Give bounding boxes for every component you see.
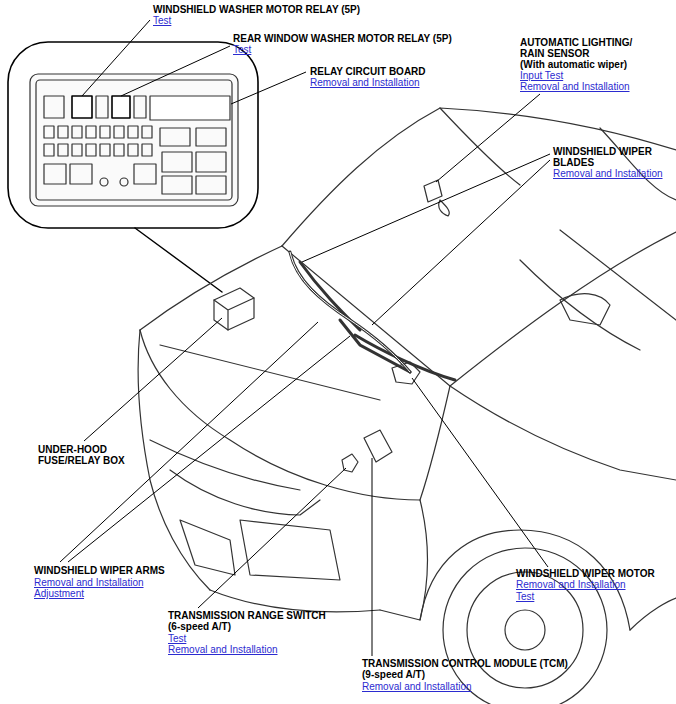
link-text: Test [168,633,186,644]
link-text: Test [153,15,171,26]
part-label: (9-speed A/T) [362,669,425,680]
link-text: Removal and Installation [516,579,626,590]
part-label: TRANSMISSION RANGE SWITCH [168,610,326,621]
part-label: TRANSMISSION CONTROL MODULE (TCM) [362,658,568,669]
link-text: Input Test [520,70,563,81]
part-label: WINDSHIELD WIPER BLADES [553,146,663,168]
part-label: WINDSHIELD WIPER MOTOR [516,568,655,579]
part-label: AUTOMATIC LIGHTING/ RAIN SENSOR [520,37,655,59]
part-label: UNDER-HOOD FUSE/RELAY BOX [38,444,148,466]
link-text: Removal and Installation [168,644,278,655]
part-label: WINDSHIELD WASHER MOTOR RELAY (5P) [153,4,360,15]
part-label: WINDSHIELD WIPER ARMS [34,565,165,576]
link-text: Removal and Installation [362,681,472,692]
part-label: (6-speed A/T) [168,621,231,632]
link-text: Adjustment [34,588,84,599]
part-label: REAR WINDOW WASHER MOTOR RELAY (5P) [233,33,452,44]
link-text: Removal and Installation [34,577,144,588]
link-text: Test [516,591,534,602]
part-label: (With automatic wiper) [520,59,627,70]
link-text: Removal and Installation [553,168,663,179]
part-label: RELAY CIRCUIT BOARD [310,66,426,77]
link-text: Removal and Installation [310,77,420,88]
link-text: Removal and Installation [520,81,630,92]
link-text: Test [233,44,251,55]
